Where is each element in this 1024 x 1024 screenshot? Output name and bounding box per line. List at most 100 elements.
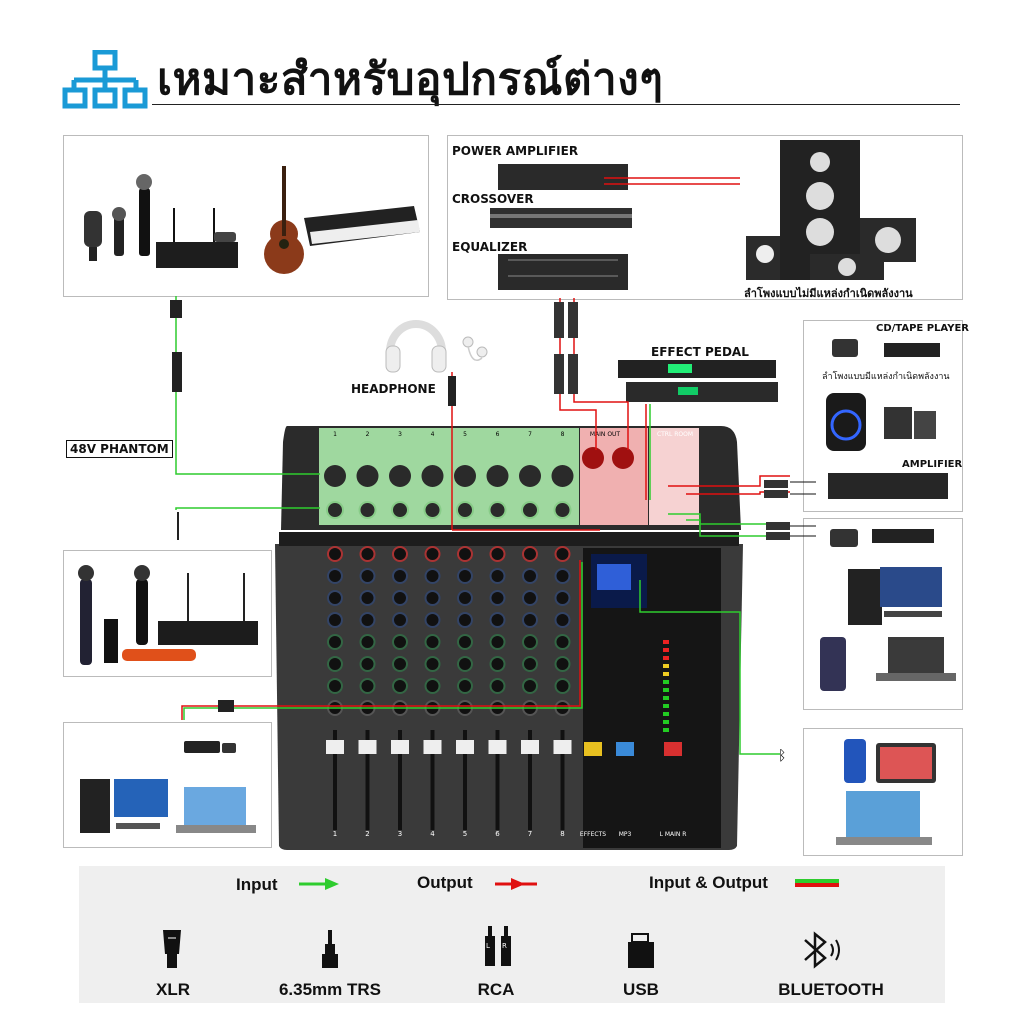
channel-knob[interactable]: [522, 700, 538, 716]
channel-knob[interactable]: [327, 590, 343, 606]
channel-knob[interactable]: [359, 546, 376, 562]
master-fader[interactable]: [616, 742, 634, 756]
channel-knob[interactable]: [457, 612, 473, 628]
channel-knob[interactable]: [489, 700, 506, 716]
channel-knob[interactable]: [554, 634, 571, 650]
channel-knob[interactable]: [327, 678, 343, 694]
channel-knob[interactable]: [554, 678, 571, 694]
main-out-jack[interactable]: [612, 447, 634, 469]
main-out-jack[interactable]: [582, 447, 604, 469]
channel-knob[interactable]: [489, 546, 506, 562]
channel-knob[interactable]: [522, 612, 538, 628]
channel-knob[interactable]: [424, 590, 441, 606]
mic-jack[interactable]: [389, 465, 411, 487]
channel-knob[interactable]: [522, 678, 538, 694]
channel-knob[interactable]: [327, 568, 343, 584]
line-jack[interactable]: [391, 501, 409, 519]
mic-jack[interactable]: [324, 465, 346, 487]
mic-jack[interactable]: [551, 465, 574, 487]
line-jack[interactable]: [521, 501, 539, 519]
channel-knob[interactable]: [457, 568, 473, 584]
channel-knob[interactable]: [457, 656, 473, 672]
channel-knob[interactable]: [424, 612, 441, 628]
channel-knob[interactable]: [392, 568, 408, 584]
channel-knob[interactable]: [392, 678, 408, 694]
mic-jack[interactable]: [486, 465, 509, 487]
channel-knob[interactable]: [554, 612, 571, 628]
channel-fader[interactable]: [358, 740, 377, 754]
channel-knob[interactable]: [554, 546, 571, 562]
usb-label: USB: [623, 980, 659, 999]
channel-knob[interactable]: [522, 568, 538, 584]
channel-knob[interactable]: [489, 634, 506, 650]
channel-knob[interactable]: [489, 568, 506, 584]
channel-knob[interactable]: [424, 700, 441, 716]
channel-knob[interactable]: [424, 634, 441, 650]
line-jack[interactable]: [553, 501, 572, 519]
channel-knob[interactable]: [522, 590, 538, 606]
channel-fader[interactable]: [326, 740, 344, 754]
channel-knob[interactable]: [457, 634, 473, 650]
channel-label: 7: [528, 830, 532, 838]
mic-jack[interactable]: [519, 465, 541, 487]
channel-knob[interactable]: [489, 612, 506, 628]
channel-knob[interactable]: [327, 656, 343, 672]
line-jack[interactable]: [456, 501, 474, 519]
channel-knob[interactable]: [359, 678, 376, 694]
channel-knob[interactable]: [327, 634, 343, 650]
mic-jack[interactable]: [454, 465, 476, 487]
channel-knob[interactable]: [392, 656, 408, 672]
channel-knob[interactable]: [489, 678, 506, 694]
line-jack[interactable]: [423, 501, 442, 519]
mic-jack[interactable]: [356, 465, 379, 487]
channel-knob[interactable]: [327, 546, 343, 562]
channel-knob[interactable]: [392, 546, 408, 562]
line-jack[interactable]: [358, 501, 377, 519]
channel-knob[interactable]: [554, 590, 571, 606]
channel-fader[interactable]: [456, 740, 474, 754]
line-jack[interactable]: [488, 501, 507, 519]
channel-knob[interactable]: [554, 568, 571, 584]
channel-knob[interactable]: [489, 590, 506, 606]
master-fader[interactable]: [584, 742, 602, 756]
usb-icon: [628, 933, 654, 968]
channel-knob[interactable]: [424, 678, 441, 694]
channel-knob[interactable]: [359, 590, 376, 606]
channel-fader[interactable]: [553, 740, 572, 754]
line-jack[interactable]: [326, 501, 344, 519]
channel-knob[interactable]: [327, 700, 343, 716]
channel-knob[interactable]: [522, 546, 538, 562]
channel-knob[interactable]: [522, 634, 538, 650]
channel-knob[interactable]: [457, 546, 473, 562]
channel-knob[interactable]: [489, 656, 506, 672]
channel-knob[interactable]: [359, 634, 376, 650]
channel-knob[interactable]: [457, 590, 473, 606]
channel-knob[interactable]: [522, 656, 538, 672]
channel-knob[interactable]: [359, 568, 376, 584]
channel-knob[interactable]: [392, 590, 408, 606]
channel-knob[interactable]: [392, 634, 408, 650]
channel-knob[interactable]: [327, 612, 343, 628]
channel-knob[interactable]: [554, 700, 571, 716]
channel-knob[interactable]: [424, 656, 441, 672]
channel-knob[interactable]: [457, 678, 473, 694]
channel-knob[interactable]: [424, 568, 441, 584]
channel-knob[interactable]: [424, 546, 441, 562]
channel-fader[interactable]: [521, 740, 539, 754]
channel-knob[interactable]: [457, 700, 473, 716]
channel-knob[interactable]: [392, 612, 408, 628]
channel-knob[interactable]: [392, 700, 408, 716]
channel-knob[interactable]: [359, 656, 376, 672]
amplifier-label: AMPLIFIER: [902, 459, 963, 470]
master-fader[interactable]: [664, 742, 682, 756]
channel-fader[interactable]: [423, 740, 442, 754]
channel-knob[interactable]: [359, 612, 376, 628]
channel-knob[interactable]: [554, 656, 571, 672]
mic-jack[interactable]: [421, 465, 444, 487]
channel-knob[interactable]: [359, 700, 376, 716]
svg-text:ᛒ: ᛒ: [778, 748, 786, 764]
channel-fader[interactable]: [391, 740, 409, 754]
wireless-mic-panel: [63, 550, 272, 677]
channel-fader[interactable]: [488, 740, 507, 754]
level-meter-segment: [663, 712, 669, 716]
